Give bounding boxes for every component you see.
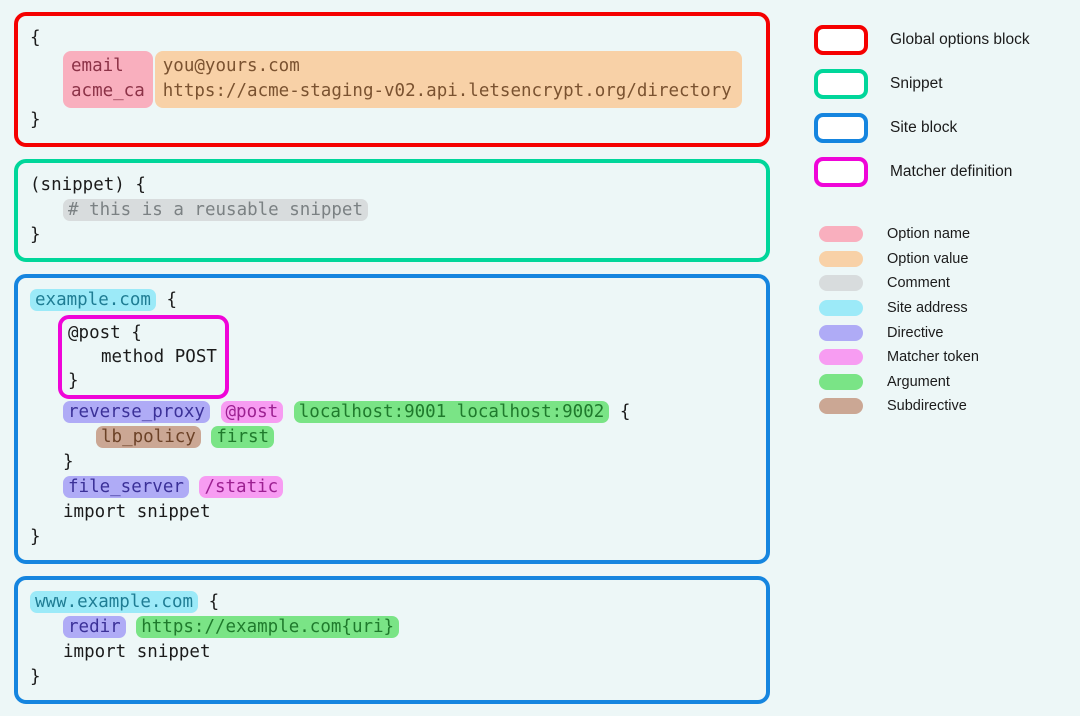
- reverse-proxy-close-brace: }: [63, 452, 74, 472]
- legend-token-colors: Option name Option value Comment Site ad…: [814, 222, 1066, 419]
- matcher-definition-box: @post { method POST }: [58, 315, 229, 399]
- global-close-brace: }: [30, 110, 41, 130]
- legend-label-site-address: Site address: [887, 300, 968, 317]
- legend-swatch-snippet-icon: [814, 69, 868, 99]
- global-open-brace: {: [30, 28, 41, 48]
- directive-token-reverse-proxy: reverse_proxy: [63, 401, 210, 423]
- reverse-proxy-line: reverse_proxy @post localhost:9001 local…: [30, 400, 752, 425]
- snippet-close-brace: }: [30, 225, 41, 245]
- legend-swatch-site-block-icon: [814, 113, 868, 143]
- snippet-header: (snippet) {: [30, 175, 146, 195]
- legend-row-matcher-token: Matcher token: [814, 345, 1066, 370]
- legend-row-snippet: Snippet: [814, 62, 1066, 106]
- legend-block-types: Global options block Snippet Site block …: [814, 18, 1066, 194]
- import-line-example: import snippet: [63, 502, 211, 522]
- legend-label-comment: Comment: [887, 275, 950, 292]
- legend-swatch-argument-icon: [819, 373, 863, 390]
- legend-row-directive: Directive: [814, 320, 1066, 345]
- site-address-token: example.com: [30, 289, 156, 311]
- legend-label-option-value: Option value: [887, 250, 969, 267]
- option-names: email acme_ca: [63, 51, 153, 108]
- matcher-body-line: method POST: [101, 347, 217, 367]
- directive-token-redir: redir: [63, 616, 126, 638]
- import-line-www: import snippet: [63, 642, 211, 662]
- legend-label-global-options: Global options block: [890, 31, 1030, 48]
- matcher-close-line: }: [68, 371, 79, 391]
- argument-token-redir-target: https://example.com{uri}: [136, 616, 400, 638]
- site-block-example: example.com { @post { method POST } reve…: [14, 274, 770, 564]
- option-values: you@yours.com https://acme-staging-v02.a…: [154, 51, 742, 108]
- legend-swatch-subdirective-icon: [819, 398, 863, 415]
- legend-swatch-option-name-icon: [819, 226, 863, 243]
- global-options-block: { email acme_ca you@yours.com https://ac…: [14, 12, 770, 147]
- legend-swatch-option-value-icon: [819, 250, 863, 267]
- legend-label-directive: Directive: [887, 324, 944, 341]
- site-header-www: www.example.com {: [30, 590, 752, 615]
- argument-token-upstreams: localhost:9001 localhost:9002: [293, 401, 610, 423]
- site-header-example: example.com {: [30, 288, 752, 313]
- site-block-www: www.example.com { redir https://example.…: [14, 576, 770, 704]
- legend-swatch-directive-icon: [819, 324, 863, 341]
- site-close-brace-example: }: [30, 527, 41, 547]
- snippet-block: (snippet) { # this is a reusable snippet…: [14, 159, 770, 262]
- snippet-comment-line: # this is a reusable snippet: [30, 198, 752, 223]
- legend-row-subdirective: Subdirective: [814, 394, 1066, 419]
- file-server-line: file_server /static: [30, 475, 752, 500]
- legend-swatch-comment-icon: [819, 275, 863, 292]
- redir-line: redir https://example.com{uri}: [30, 615, 752, 640]
- legend-label-option-name: Option name: [887, 226, 971, 243]
- site-open-brace-www: {: [208, 592, 220, 612]
- matcher-token-static: /static: [199, 476, 284, 498]
- reverse-proxy-open-brace: {: [619, 402, 631, 422]
- lb-policy-line: lb_policy first: [30, 425, 752, 450]
- legend-row-option-name: Option name: [814, 222, 1066, 247]
- matcher-open-line: @post {: [68, 323, 142, 343]
- site-open-brace: {: [166, 290, 177, 310]
- matcher-token: @post: [220, 401, 284, 423]
- directive-token-file-server: file_server: [63, 476, 189, 498]
- legend-row-argument: Argument: [814, 370, 1066, 395]
- legend-row-global-options: Global options block: [814, 18, 1066, 62]
- caddyfile-structure-diagram: { email acme_ca you@yours.com https://ac…: [14, 12, 1066, 704]
- legend-swatch-site-address-icon: [819, 300, 863, 317]
- argument-token-first: first: [211, 426, 275, 448]
- global-options-pairs: email acme_ca you@yours.com https://acme…: [63, 51, 752, 108]
- legend-label-argument: Argument: [887, 373, 950, 390]
- legend-row-matcher-definition: Matcher definition: [814, 150, 1066, 194]
- legend-row-site-block: Site block: [814, 106, 1066, 150]
- caddyfile-code-column: { email acme_ca you@yours.com https://ac…: [14, 12, 770, 716]
- legend-label-matcher-definition: Matcher definition: [890, 163, 1013, 180]
- legend-row-option-value: Option value: [814, 247, 1066, 272]
- legend-swatch-matcher-token-icon: [819, 349, 863, 366]
- legend-label-snippet: Snippet: [890, 75, 943, 92]
- legend-label-matcher-token: Matcher token: [887, 349, 979, 366]
- legend-swatch-matcher-definition-icon: [814, 157, 868, 187]
- legend-row-site-address: Site address: [814, 296, 1066, 321]
- legend-row-comment: Comment: [814, 271, 1066, 296]
- subdirective-token-lb-policy: lb_policy: [96, 426, 201, 448]
- legend-swatch-global-options-icon: [814, 25, 868, 55]
- site-address-token-www: www.example.com: [30, 591, 199, 613]
- legend-label-site-block: Site block: [890, 119, 958, 136]
- comment-token: # this is a reusable snippet: [63, 199, 369, 221]
- legend-label-subdirective: Subdirective: [887, 398, 967, 415]
- site-close-brace-www: }: [30, 667, 41, 687]
